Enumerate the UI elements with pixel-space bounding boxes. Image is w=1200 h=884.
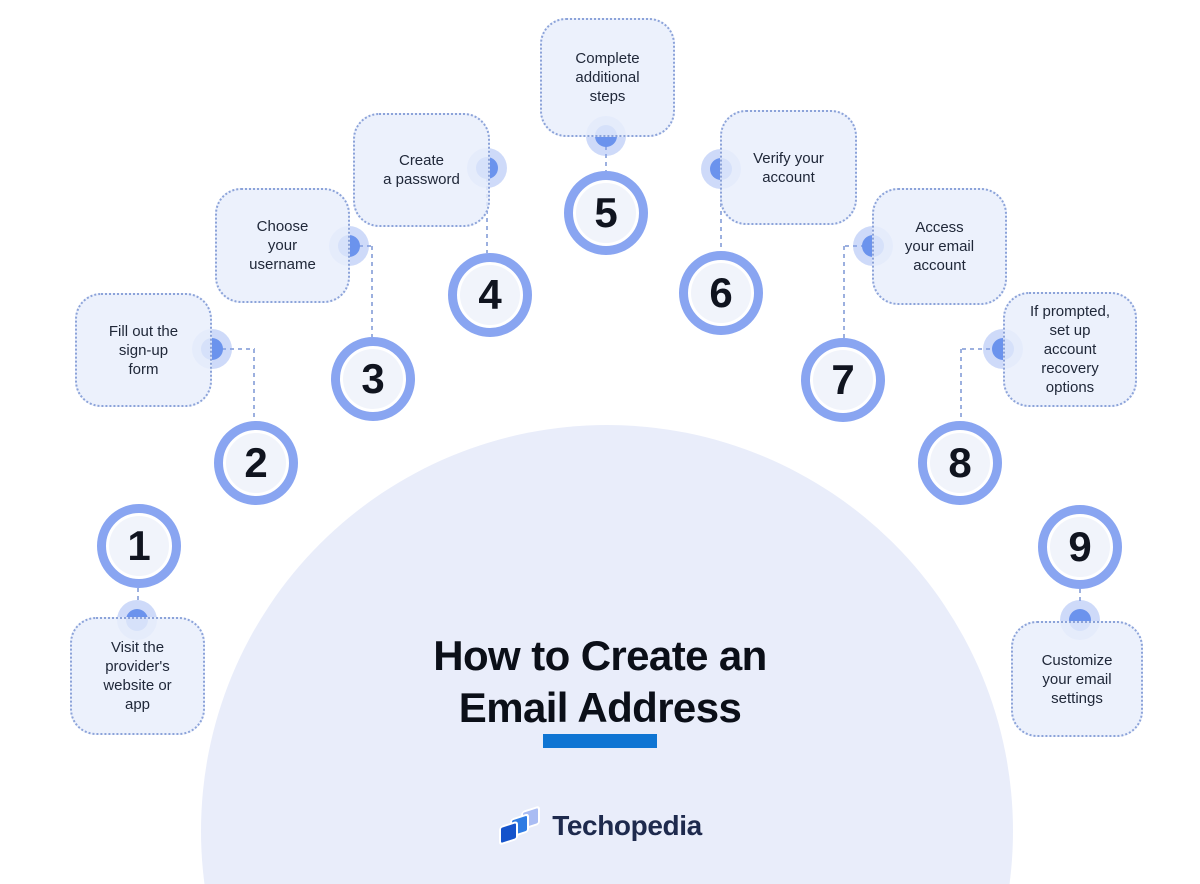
step-7-number: 7 [831,356,855,403]
step-2-label: Fill out the sign-up form [108,322,179,378]
step-6-label-box: Verify your account [720,110,857,225]
step-1-label-box: Visit the provider's website or app [70,617,205,735]
step-9-label: Customize your email settings [1041,651,1113,707]
step-6-number: 6 [709,269,733,316]
step-8-label-box: If prompted, set up account recovery opt… [1003,292,1137,407]
step-2-connector-line-vertical [253,349,255,421]
techopedia-logo-icon [499,806,541,845]
step-1-number-badge: 1 [97,504,181,588]
step-1-connector-line [137,588,139,602]
step-4-label-box: Create a password [353,113,490,227]
step-9-number-badge: 9 [1038,505,1122,589]
step-9-number: 9 [1068,523,1092,570]
step-3-label: Choose your username [249,218,316,273]
step-3-number-badge: 3 [331,337,415,421]
page-title-line-1: How to Create an [433,632,767,679]
step-6-label: Verify your account [753,149,824,186]
step-6-number-badge: 6 [679,251,763,335]
step-2-label-box: Fill out the sign-up form [75,293,212,407]
step-1-label: Visit the provider's website or app [103,639,172,713]
step-3-label-box: Choose your username [215,188,350,303]
step-5-number: 5 [594,189,618,236]
step-7-connector-line-horizontal [845,245,863,247]
step-3-connector-line-horizontal [359,245,373,247]
step-7-label: Access your email account [904,219,975,274]
step-8-connector-line-horizontal [962,348,993,350]
step-2-number-badge: 2 [214,421,298,505]
step-9-connector-line [1079,589,1081,602]
step-4-label: Create a password [383,152,460,188]
step-4-number: 4 [478,271,502,318]
step-3-number: 3 [361,355,385,402]
step-1-number: 1 [127,522,151,569]
step-8-number: 8 [948,439,972,486]
step-8-label: If prompted, set up account recovery opt… [1029,303,1111,396]
step-4-number-badge: 4 [448,253,532,337]
step-7-number-badge: 7 [801,338,885,422]
step-5-connector-line [605,146,607,171]
page-title: How to Create an Email Address [300,630,900,734]
title-accent-underline [543,734,657,748]
step-4-connector-line [486,178,488,253]
step-2-connector-line-horizontal [222,348,255,350]
page-title-line-2: Email Address [458,684,742,731]
step-8-connector-line-vertical [960,349,962,421]
step-7-label-box: Access your email account [872,188,1007,305]
step-5-number-badge: 5 [564,171,648,255]
brand-logo: Techopedia [0,804,1200,848]
step-8-number-badge: 8 [918,421,1002,505]
step-9-label-box: Customize your email settings [1011,621,1143,737]
step-6-connector-line [720,179,722,251]
step-3-connector-line-vertical [371,246,373,337]
brand-name: Techopedia [552,810,702,841]
step-2-number: 2 [244,439,268,486]
step-5-label: Complete additional steps [575,50,640,105]
step-5-label-box: Complete additional steps [540,18,675,137]
step-7-connector-line-vertical [843,246,845,338]
